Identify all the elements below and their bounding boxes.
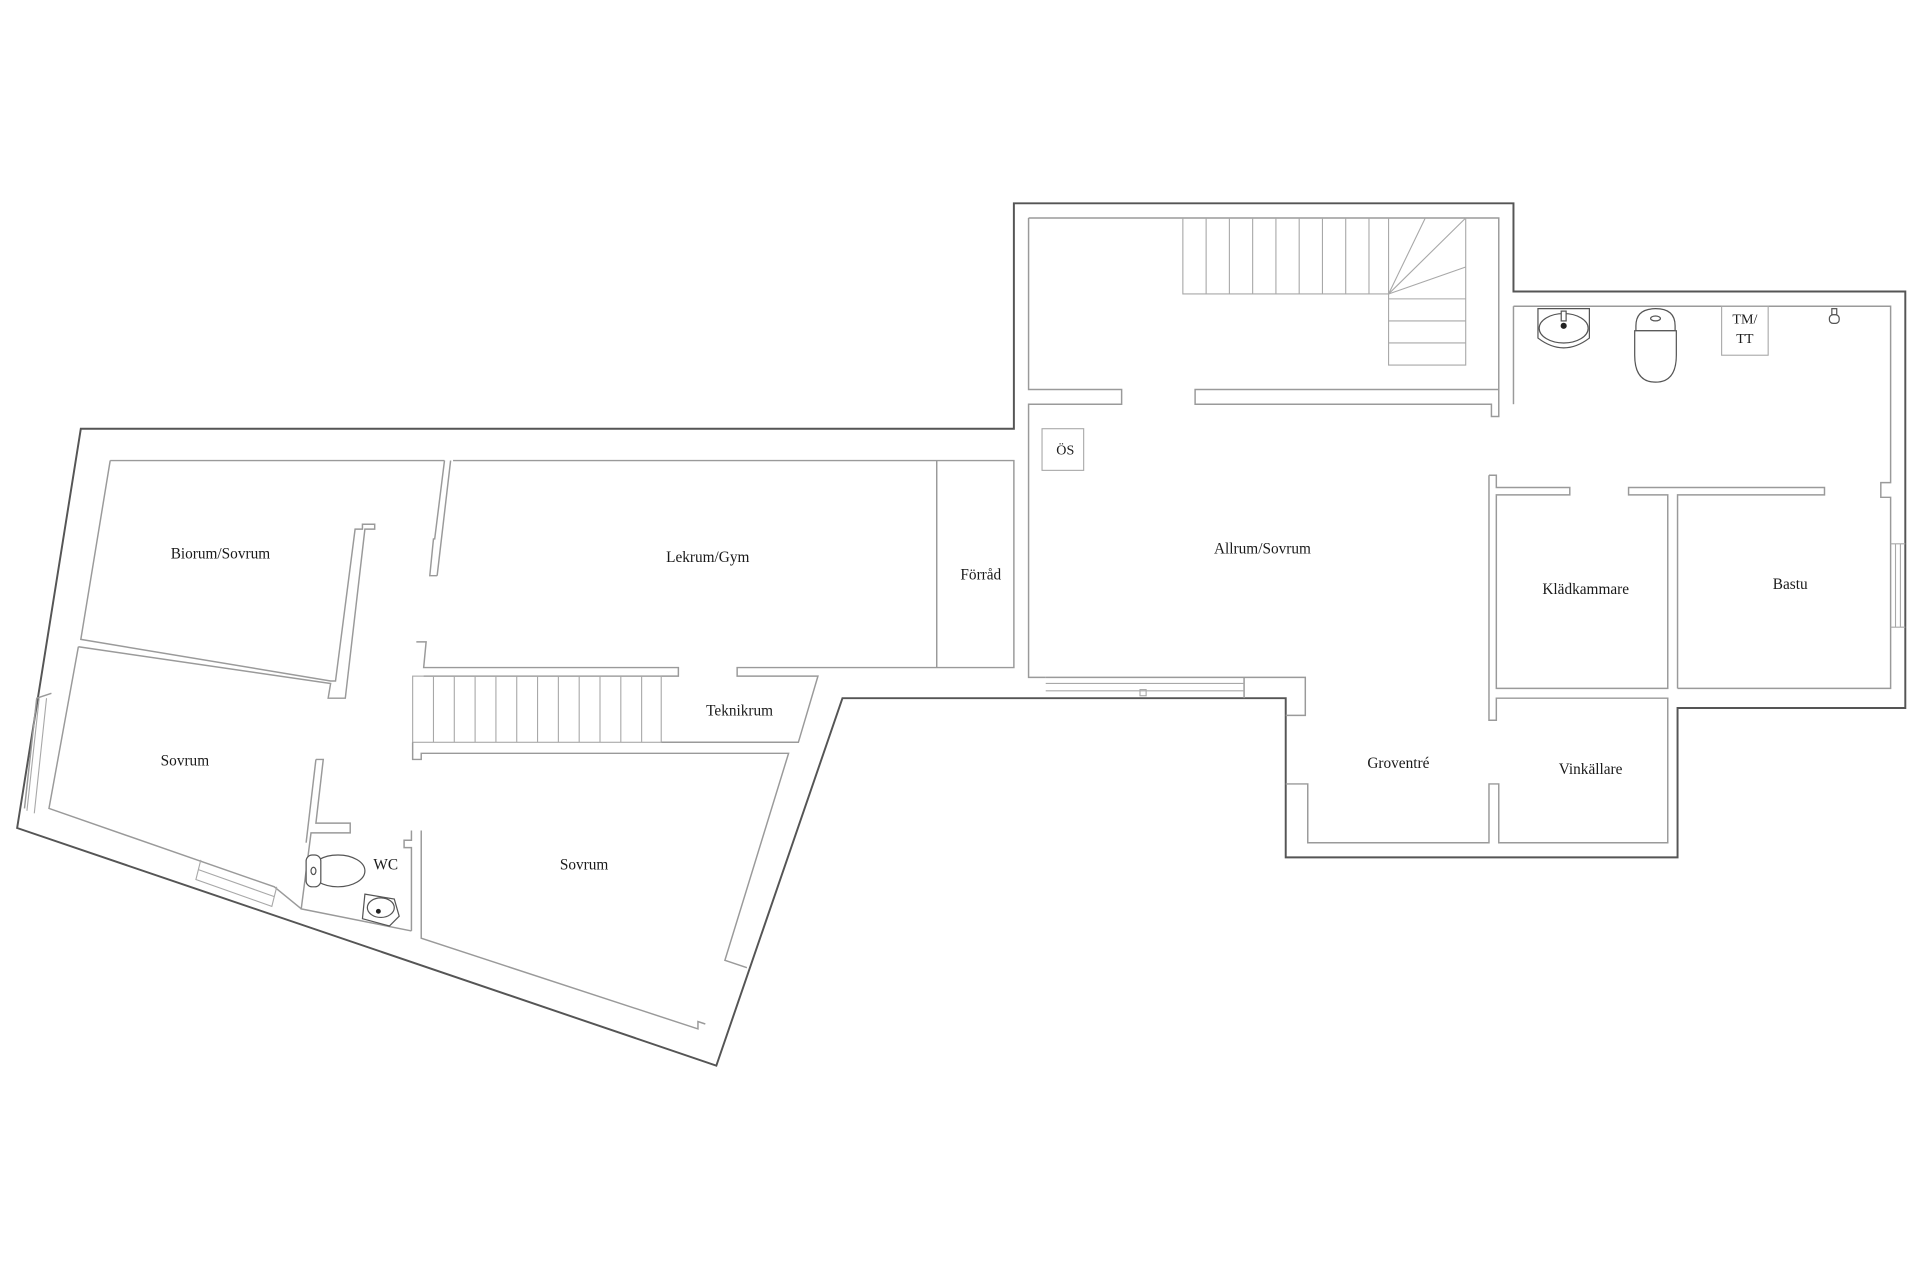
room-vinkallare: Vinkällare: [1559, 761, 1623, 778]
room-allrum-sovrum: Allrum/Sovrum: [1214, 541, 1311, 558]
right-block-walls: [1027, 217, 1906, 844]
bathroom-toilet: [1634, 308, 1677, 383]
room-teknikrum: Teknikrum: [706, 702, 773, 719]
outer-walls: [16, 202, 1907, 1067]
os-label: ÖS: [1056, 441, 1074, 458]
tt-label: TT: [1736, 331, 1754, 347]
room-sovrum-left: Sovrum: [161, 753, 210, 770]
room-kladkammare: Klädkammare: [1542, 581, 1629, 598]
lower-staircase: [412, 675, 662, 743]
bathroom-sink: [1537, 308, 1590, 349]
tm-label: TM/: [1732, 311, 1757, 327]
os-unit: ÖS: [1041, 428, 1085, 471]
wc-sink: [361, 893, 400, 927]
room-forrad: Förråd: [960, 566, 1001, 583]
floor-drain-icon: [1828, 308, 1840, 324]
room-biorum-sovrum: Biorum/Sovrum: [171, 546, 271, 563]
room-bastu: Bastu: [1773, 576, 1808, 593]
room-groventre: Groventré: [1367, 755, 1429, 772]
wc-toilet: [305, 854, 366, 888]
upper-staircase: [1182, 217, 1467, 366]
washer-dryer: TM/ TT: [1721, 305, 1769, 356]
left-wing-walls: [23, 459, 1015, 1030]
room-wc: WC: [373, 857, 398, 874]
room-lekrum-gym: Lekrum/Gym: [666, 549, 749, 566]
room-sovrum-bottom: Sovrum: [560, 857, 609, 874]
room-labels: Biorum/Sovrum Lekrum/Gym Förråd Sovrum T…: [161, 541, 1808, 874]
